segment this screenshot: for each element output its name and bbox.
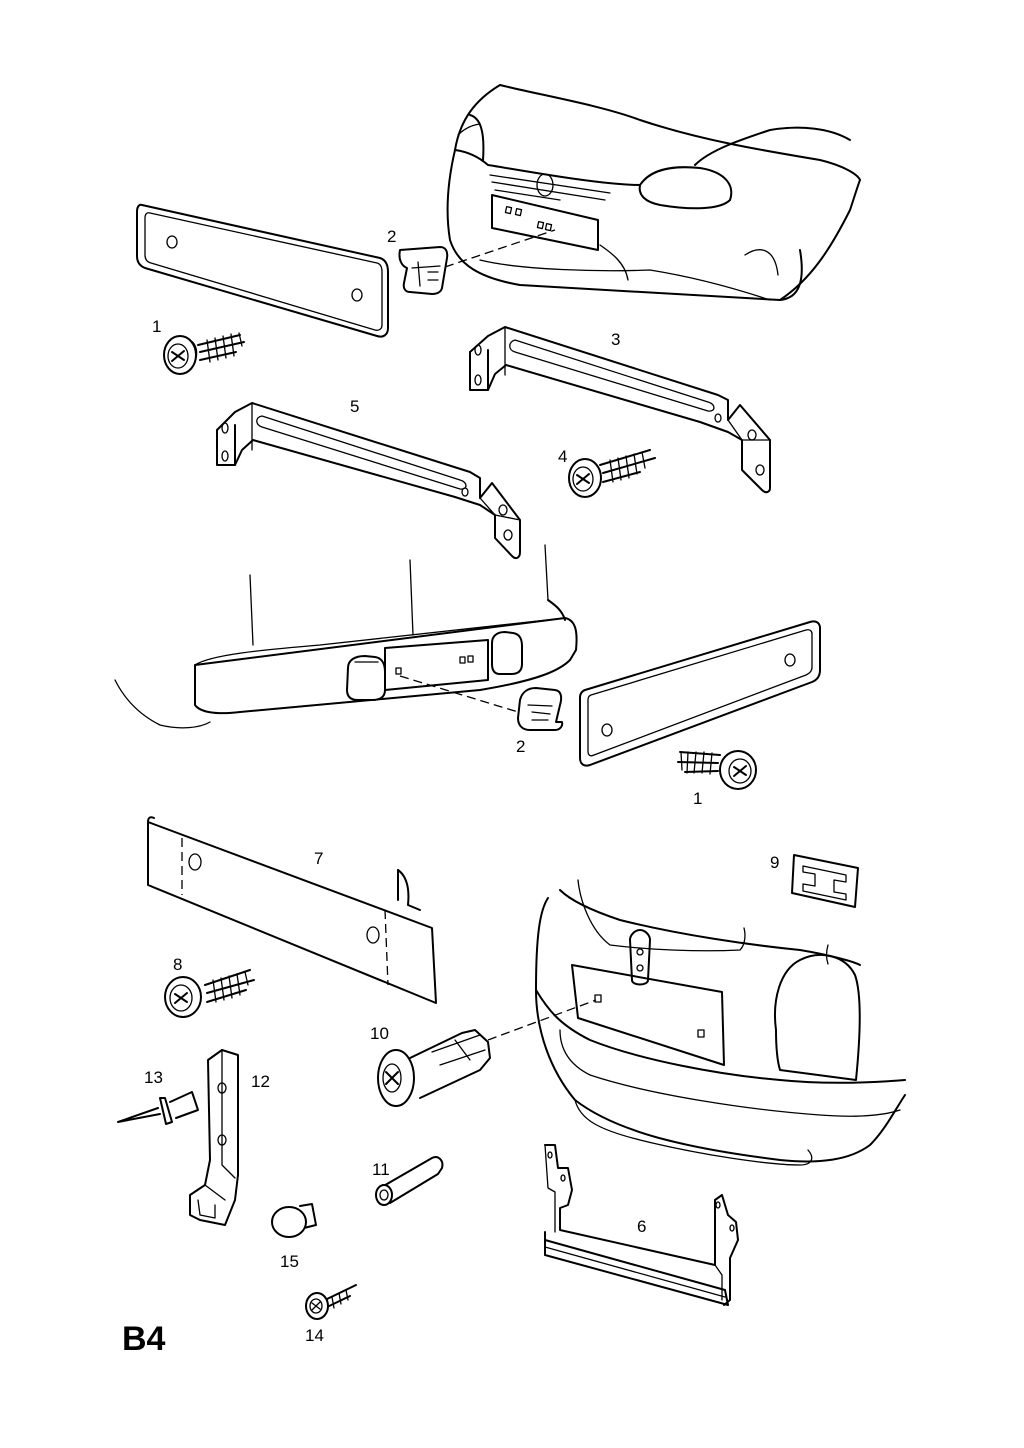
callout-labels: 1 1 2 2 3 4 5 6 7 8 9 10 11 12 13 14 15 (144, 227, 779, 1345)
callout-10: 10 (370, 1024, 389, 1043)
lower-mounting-bracket (544, 1144, 739, 1306)
car-rear-lower-illustration (535, 879, 906, 1166)
callout-1-lower: 1 (693, 789, 702, 808)
expanding-rivet (377, 1029, 491, 1107)
screw-lower (677, 750, 757, 790)
callout-5: 5 (350, 397, 359, 416)
callout-8: 8 (173, 955, 182, 974)
retaining-clip-front (398, 246, 449, 295)
support-strap (189, 1049, 239, 1226)
small-screw (305, 1284, 357, 1320)
backing-plate (147, 816, 437, 1004)
callout-15: 15 (280, 1252, 299, 1271)
locating-pin (375, 1156, 444, 1206)
callout-3: 3 (611, 330, 620, 349)
callout-9: 9 (770, 853, 779, 872)
bracket-front (469, 326, 771, 494)
pop-rivet (117, 1091, 199, 1125)
callout-4: 4 (558, 447, 567, 466)
screw-bracket (568, 449, 656, 498)
callout-7: 7 (314, 849, 323, 868)
screw-backing (164, 969, 255, 1018)
callout-1-upper: 1 (152, 317, 161, 336)
page-code: B4 (122, 1320, 166, 1358)
screw-upper (163, 332, 245, 375)
callout-12: 12 (251, 1072, 270, 1091)
callout-11: 11 (372, 1160, 390, 1179)
number-plate-front (136, 203, 389, 338)
callout-2-upper: 2 (387, 227, 396, 246)
callout-13: 13 (144, 1068, 163, 1087)
plastic-cap (271, 1203, 317, 1238)
bracket-rear (216, 402, 521, 560)
callout-2-lower: 2 (516, 737, 525, 756)
mounting-pad (791, 854, 859, 908)
number-plate-rear (579, 620, 821, 767)
callout-14: 14 (305, 1326, 324, 1345)
car-front-illustration (446, 84, 861, 301)
retaining-clip-rear (517, 687, 564, 731)
car-rear-illustration (114, 544, 578, 729)
callout-6: 6 (637, 1217, 646, 1236)
